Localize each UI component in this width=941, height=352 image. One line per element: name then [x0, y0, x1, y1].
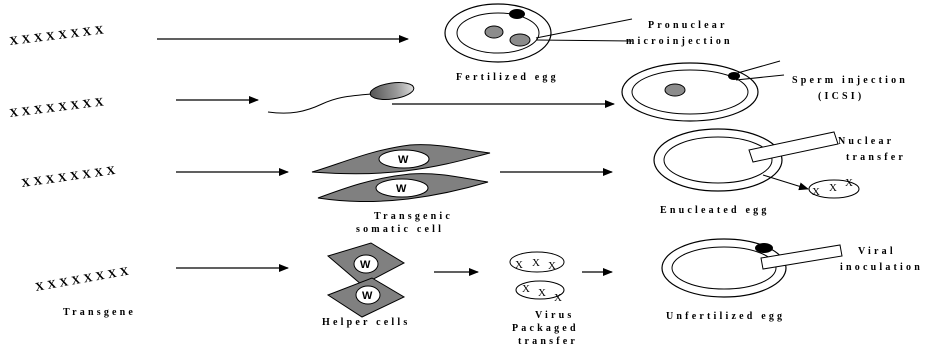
transgenic-somatic-cell-bottom: W — [318, 174, 488, 202]
label-sperm-injection-line1: Sperm injection — [792, 75, 908, 86]
pronucleus-right — [510, 34, 530, 46]
virus-bottom-x1: X — [522, 283, 530, 295]
label-nuclear-line2: transfer — [846, 152, 906, 163]
removed-nucleus-x3: X — [845, 177, 853, 189]
virus-bottom-x3: X — [554, 292, 562, 304]
helper-cell-top: W — [328, 243, 404, 285]
helper-nucleus-marker-top: W — [360, 259, 371, 271]
icsi-egg — [622, 63, 758, 121]
arrow-nucleus-removal — [763, 175, 808, 189]
label-fertilized-egg: Fertilized egg — [456, 72, 559, 83]
virus-particle-bottom: X X X — [516, 281, 564, 304]
label-nuclear-line1: Nuclear — [838, 136, 894, 147]
label-enucleated-egg: Enucleated egg — [660, 205, 770, 216]
label-virus-line2: Packaged — [512, 323, 579, 334]
label-pronuclear-line1: Pronuclear — [648, 20, 728, 31]
transgene-string-row1: XXXXXXXX — [9, 22, 108, 48]
transgene-string-row4: XXXXXXXX — [34, 263, 133, 294]
label-unfertilized-egg: Unfertilized egg — [666, 311, 785, 322]
sperm-cell — [268, 80, 415, 113]
virus-particle-top: X X X — [510, 252, 564, 272]
label-transgenic-line2: somatic cell — [356, 224, 444, 235]
helper-cell-bottom: W — [328, 278, 404, 317]
label-viral-line2: inoculation — [840, 262, 923, 273]
transgenic-somatic-cell-top: W — [312, 145, 490, 174]
somatic-nucleus-marker-bottom: W — [396, 183, 407, 195]
somatic-nucleus-marker-top: W — [398, 154, 409, 166]
transfer-pipette — [749, 132, 838, 162]
helper-nucleus-marker-bottom: W — [362, 290, 373, 302]
label-transgene: Transgene — [63, 307, 136, 318]
virus-top-x2: X — [532, 257, 540, 269]
label-transgenic-line1: Transgenic — [374, 211, 453, 222]
polar-body — [509, 9, 525, 19]
label-virus-line3: transfer — [518, 336, 578, 347]
egg-nucleus — [665, 84, 685, 96]
label-sperm-injection-line2: (ICSI) — [818, 91, 864, 102]
removed-nucleus-x2: X — [829, 182, 837, 194]
removed-nucleus: X X X — [809, 177, 859, 198]
label-helper-cells: Helper cells — [322, 317, 410, 328]
label-pronuclear-line2: microinjection — [626, 36, 733, 47]
pronucleus-left — [485, 26, 503, 38]
fertilized-egg — [445, 4, 551, 62]
virus-top-x1: X — [515, 259, 523, 271]
label-viral-line1: Viral — [858, 246, 896, 257]
label-virus-line1: Virus — [535, 310, 575, 321]
transgene-string-row2: XXXXXXXX — [9, 94, 108, 120]
virus-bottom-x2: X — [538, 287, 546, 299]
polar-body-unfertilized — [755, 243, 773, 253]
transgene-string-row3: XXXXXXXX — [20, 162, 119, 190]
removed-nucleus-x1: X — [812, 186, 820, 198]
virus-top-x3: X — [548, 260, 556, 272]
inoculation-pipette — [761, 245, 842, 269]
